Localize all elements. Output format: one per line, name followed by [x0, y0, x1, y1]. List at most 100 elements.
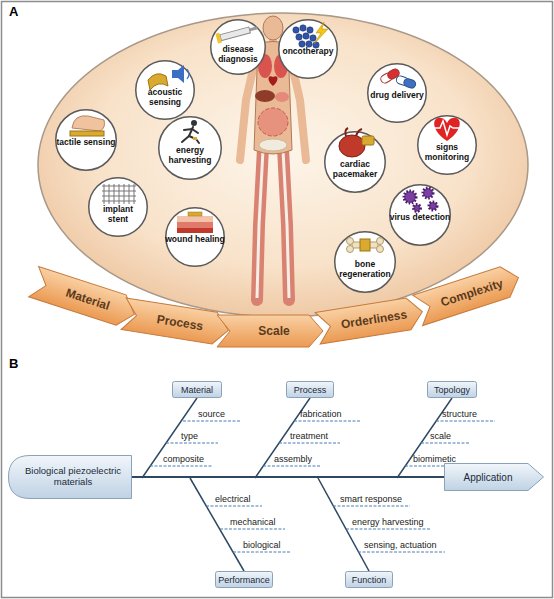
node-label: implant stent [96, 205, 140, 224]
application-circle: energy harvesting [158, 116, 222, 180]
application-circle: bone regeneration [334, 231, 396, 293]
node-label: bone regeneration [331, 260, 399, 279]
fishbone-branch [142, 398, 452, 571]
branch-label: biomimetic [413, 454, 456, 465]
node-outline [89, 178, 148, 237]
application-circle: implant stent [88, 177, 148, 237]
node-label: Scale [227, 315, 321, 347]
node-label: acoustic sensing [132, 88, 198, 107]
branch-underline [150, 421, 495, 552]
node-outline [346, 572, 393, 588]
node-outline [287, 382, 334, 398]
branch-label: source [198, 409, 225, 420]
branch-label: composite [163, 454, 204, 465]
branch-underline [421, 443, 470, 444]
branch-label: sensing, actuation [364, 540, 437, 551]
fish-head-box: Application [444, 463, 544, 491]
category-box: Performance [215, 571, 273, 588]
branch-label: electrical [215, 494, 251, 505]
category-box: Topology [427, 381, 477, 398]
branch-underline [346, 529, 430, 530]
node-outline [173, 382, 222, 398]
node-label: wound healing [162, 235, 228, 245]
branch-label: energy harvesting [352, 517, 424, 528]
node-label: Function [345, 571, 393, 588]
node-label: cardiac pacemaker [321, 160, 389, 179]
branch-underline [150, 466, 212, 467]
branch-underline [166, 443, 218, 444]
branch-label: biological [243, 540, 281, 551]
branch-underline [279, 443, 340, 444]
node-label: tactile sensing [52, 138, 120, 148]
branch-label: assembly [274, 454, 312, 465]
node-label: Process [286, 381, 334, 398]
node-label: disease diagnosis [207, 45, 269, 64]
branch-label: fabrication [300, 409, 342, 420]
branch-underline [183, 421, 240, 422]
human-body [257, 150, 263, 298]
node-label: virus detection [386, 213, 454, 223]
branch-label: type [181, 431, 198, 442]
application-circle: virus detection [389, 184, 451, 246]
node-label: drug delivery [364, 91, 430, 101]
fish-tail-box: Biological piezoelectric materials [8, 455, 132, 499]
node-label: Biological piezoelectric materials [18, 455, 128, 499]
application-circle: oncotherapy [278, 19, 338, 79]
branch-underline [294, 421, 360, 422]
human-body [275, 92, 289, 102]
node-outline [413, 262, 524, 325]
branch-underline [263, 466, 320, 467]
application-circle: disease diagnosis [210, 19, 266, 75]
node-outline [216, 572, 273, 588]
application-circle: tactile sensing [55, 109, 117, 171]
branch-label: treatment [290, 431, 328, 442]
application-field [38, 13, 528, 317]
branch-underline [206, 506, 262, 507]
human-body [263, 16, 283, 40]
human-body [258, 108, 288, 136]
node-outline [217, 315, 323, 347]
spine-connector [132, 476, 444, 478]
node-outline [428, 382, 477, 398]
panel-letter: A [9, 4, 18, 19]
branch-underline [220, 529, 285, 530]
node-outline [9, 456, 132, 499]
branch-label: smart response [340, 494, 402, 505]
node-label: oncotherapy [275, 47, 341, 57]
category-box: Function [345, 571, 393, 588]
application-circle: cardiac pacemaker [324, 131, 386, 193]
category-box: Material [172, 381, 222, 398]
human-body [257, 148, 263, 300]
panel-letter: B [9, 356, 18, 371]
node-label: Application [444, 463, 532, 491]
node-label: energy harvesting [155, 146, 225, 165]
node-outline [445, 464, 544, 491]
branch-label: mechanical [230, 517, 276, 528]
trend-chevron: Scale [217, 315, 323, 347]
application-circle: acoustic sensing [135, 60, 195, 120]
node-outline [315, 296, 425, 344]
human-body [283, 148, 289, 300]
node-label: Topology [427, 381, 477, 398]
node-outline [121, 298, 231, 346]
branch-label: scale [430, 431, 451, 442]
application-circle: signs monitoring [417, 115, 477, 175]
node-outline [29, 266, 140, 329]
branch-underline [436, 421, 495, 422]
branch-underline [333, 506, 410, 507]
application-circle: drug delivery [367, 63, 427, 123]
branch-underline [233, 552, 290, 553]
branch-label: structure [442, 409, 477, 420]
node-label: Performance [215, 571, 273, 588]
application-circle: wound healing [165, 207, 225, 267]
human-body [255, 90, 275, 102]
human-body [259, 139, 287, 151]
human-body [268, 76, 277, 86]
branch-underline [358, 552, 445, 553]
node-label: Material [172, 381, 222, 398]
node-label: signs monitoring [414, 143, 480, 162]
category-box: Process [286, 381, 334, 398]
human-body [283, 150, 289, 298]
